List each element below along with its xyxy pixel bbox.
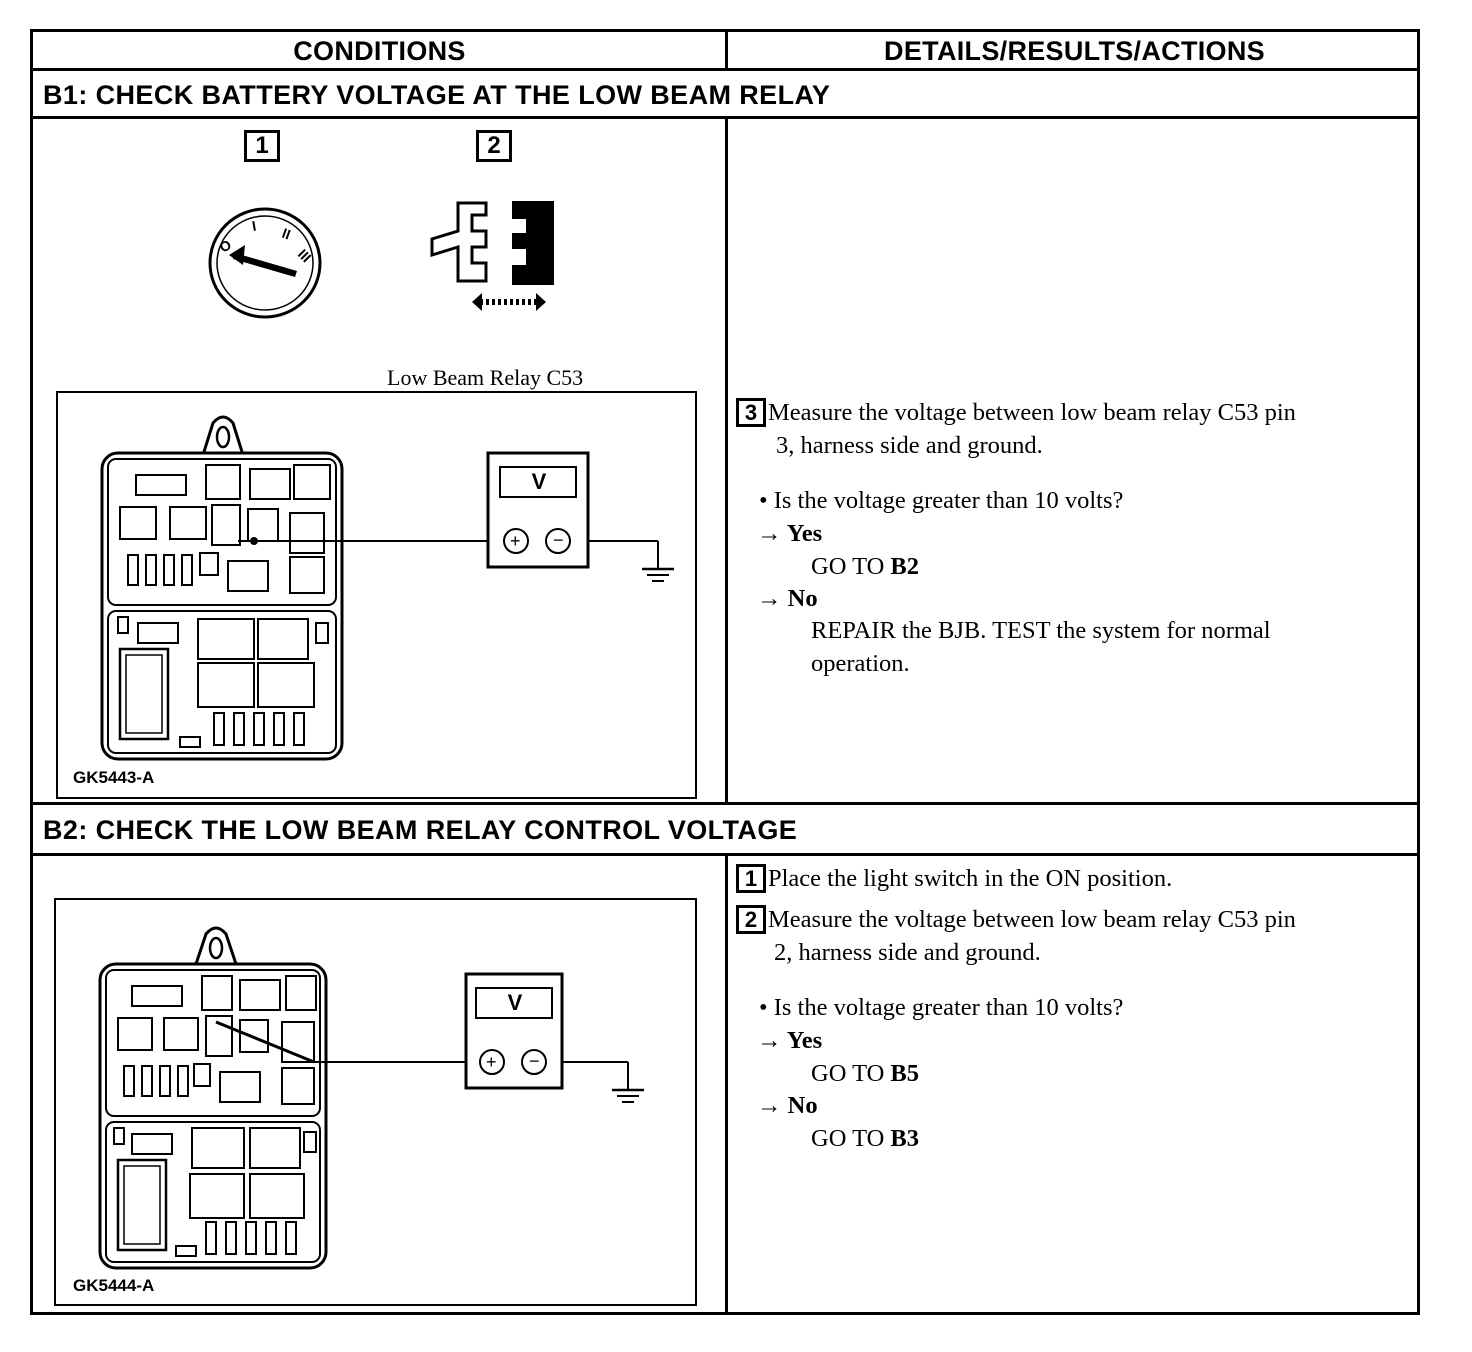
- section-title-b1: B1: CHECK BATTERY VOLTAGE AT THE LOW BEA…: [43, 80, 831, 110]
- step-2-marker: 2: [476, 130, 514, 162]
- row-divider: [33, 116, 1417, 119]
- relay-caption: Low Beam Relay C53: [387, 365, 584, 390]
- svg-text:+: +: [486, 1052, 497, 1072]
- svg-text:−: −: [553, 530, 564, 550]
- voltmeter-label: V: [507, 990, 523, 1015]
- no-branch-action: REPAIR the BJB. TEST the system for norm…: [811, 617, 1271, 644]
- column-divider: [725, 32, 728, 70]
- column-divider: [725, 855, 728, 1315]
- yes-branch-label: → Yes: [757, 1027, 823, 1054]
- no-branch-label: → No: [757, 585, 818, 612]
- section-title-b2: B2: CHECK THE LOW BEAM RELAY CONTROL VOL…: [43, 815, 798, 845]
- column-header-conditions: CONDITIONS: [293, 36, 466, 66]
- yes-branch-action: GO TO B5: [811, 1060, 920, 1087]
- question: • Is the voltage greater than 10 volts?: [759, 487, 1124, 514]
- svg-text:+: +: [510, 531, 521, 551]
- fuse-box-diagram-b2: + − V GK5444-A: [54, 898, 697, 1306]
- step-2-instruction-cont: 2, harness side and ground.: [774, 939, 1041, 966]
- yes-branch-action: GO TO B2: [811, 553, 920, 580]
- step-1-marker: 1: [244, 130, 282, 162]
- yes-branch-label: → Yes: [757, 520, 823, 547]
- question: • Is the voltage greater than 10 volts?: [759, 994, 1124, 1021]
- no-branch-action-cont: operation.: [811, 650, 910, 677]
- row-divider: [33, 853, 1417, 856]
- junction-box-illustration: + −: [98, 926, 644, 1270]
- relay-connector-icon: [430, 201, 554, 311]
- figure-id: GK5443-A: [73, 768, 155, 787]
- diagnostic-table: CONDITIONS DETAILS/RESULTS/ACTIONS B1: C…: [30, 29, 1420, 1315]
- figure-id: GK5444-A: [73, 1276, 155, 1295]
- svg-text:I: I: [251, 218, 258, 234]
- column-header-details: DETAILS/RESULTS/ACTIONS: [884, 36, 1265, 66]
- step-3-instruction-cont: 3, harness side and ground.: [776, 432, 1043, 459]
- fuse-box-diagram-b1: + − V GK5443-A: [56, 391, 697, 799]
- ignition-switch-icon: O I II III: [208, 207, 322, 319]
- voltmeter-label: V: [531, 469, 547, 494]
- junction-box-illustration: + −: [100, 415, 674, 761]
- column-divider: [725, 118, 728, 804]
- svg-text:−: −: [529, 1051, 540, 1071]
- no-branch-action: GO TO B3: [811, 1125, 920, 1152]
- no-branch-label: → No: [757, 1092, 818, 1119]
